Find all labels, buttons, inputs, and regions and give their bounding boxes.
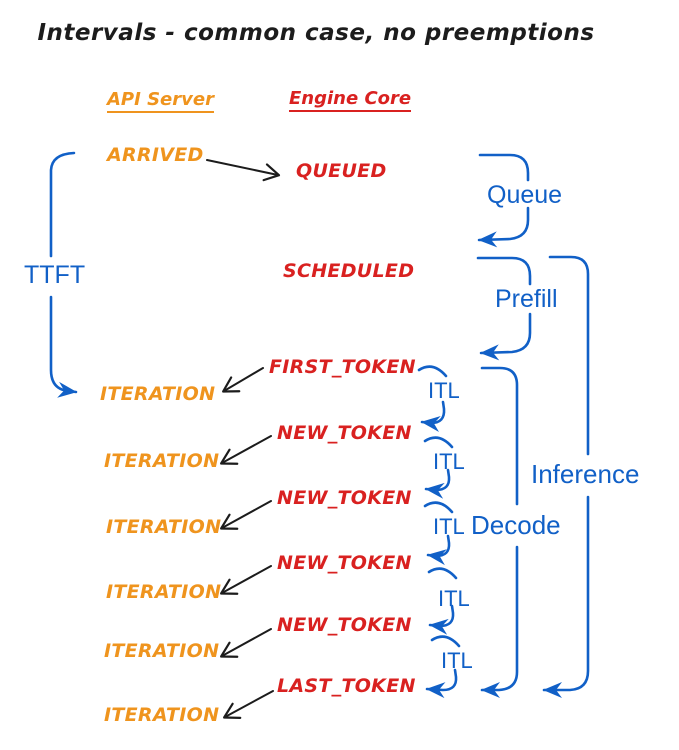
arrow-newtoken3-to-iteration [220,565,272,595]
event-iteration-3: ITERATION [106,516,222,538]
interval-queue-label: Queue [487,181,563,209]
engine-core-header: Engine Core [289,90,412,112]
arrow-arrived-to-queued [206,159,281,182]
event-arrived: ARRIVED [107,144,204,166]
event-new-token-3: NEW_TOKEN [277,552,412,574]
decode-bracket-arrow [480,545,519,698]
event-scheduled: SCHEDULED [283,260,415,282]
event-iteration-2: ITERATION [104,450,220,472]
api-server-header: API Server [107,91,214,113]
interval-itl-label-5: ITL [441,648,473,673]
interval-inference-label: Inference [531,459,640,489]
prefill-bracket-arrow [479,312,532,361]
queue-bracket-arrow [477,206,530,248]
itl1-arrow [420,400,446,432]
event-iteration-5: ITERATION [104,640,220,662]
diagram-title: Intervals - common case, no preemptions [37,20,595,46]
arrow-newtoken2-to-iteration [220,500,272,530]
interval-prefill-label: Prefill [495,285,558,313]
itl2-arrow [424,468,451,499]
event-new-token-1: NEW_TOKEN [277,422,412,444]
event-iteration-4: ITERATION [106,581,222,603]
prefill-bracket-top [476,256,532,286]
interval-itl-label-4: ITL [438,586,470,611]
event-iteration-6: ITERATION [104,704,220,726]
decode-bracket-top [480,366,519,506]
interval-ttft-label: TTFT [24,261,86,289]
interval-itl-label-1: ITL [428,378,460,403]
event-new-token-4: NEW_TOKEN [277,614,412,636]
event-queued: QUEUED [296,160,387,182]
event-last-token: LAST_TOKEN [277,675,416,697]
arrow-newtoken4-to-iteration [220,628,272,658]
itl4-arc [427,567,458,580]
itl2-arc [423,436,454,449]
inference-bracket-top [548,255,590,456]
itl1-arc [417,365,448,378]
arrow-firsttoken-to-iteration [222,367,264,393]
arrow-lasttoken-to-iteration [223,690,274,719]
interval-itl-label-3: ITL [433,514,465,539]
event-first-token: FIRST_TOKEN [269,356,416,378]
event-iteration-1: ITERATION [100,383,216,405]
itl5-arrow [425,668,458,699]
interval-itl-label-2: ITL [433,449,465,474]
itl3-arrow [426,534,451,566]
event-new-token-2: NEW_TOKEN [277,487,412,509]
itl4-arrow [428,604,455,635]
inference-bracket-arrow [542,495,590,698]
queue-bracket-top [478,153,530,182]
ttft-bracket-top [49,151,76,258]
itl5-arc [430,635,461,648]
itl3-arc [423,501,454,514]
interval-decode-label: Decode [471,510,561,540]
ttft-bracket-arrow [49,295,78,398]
arrow-newtoken1-to-iteration [220,435,272,465]
